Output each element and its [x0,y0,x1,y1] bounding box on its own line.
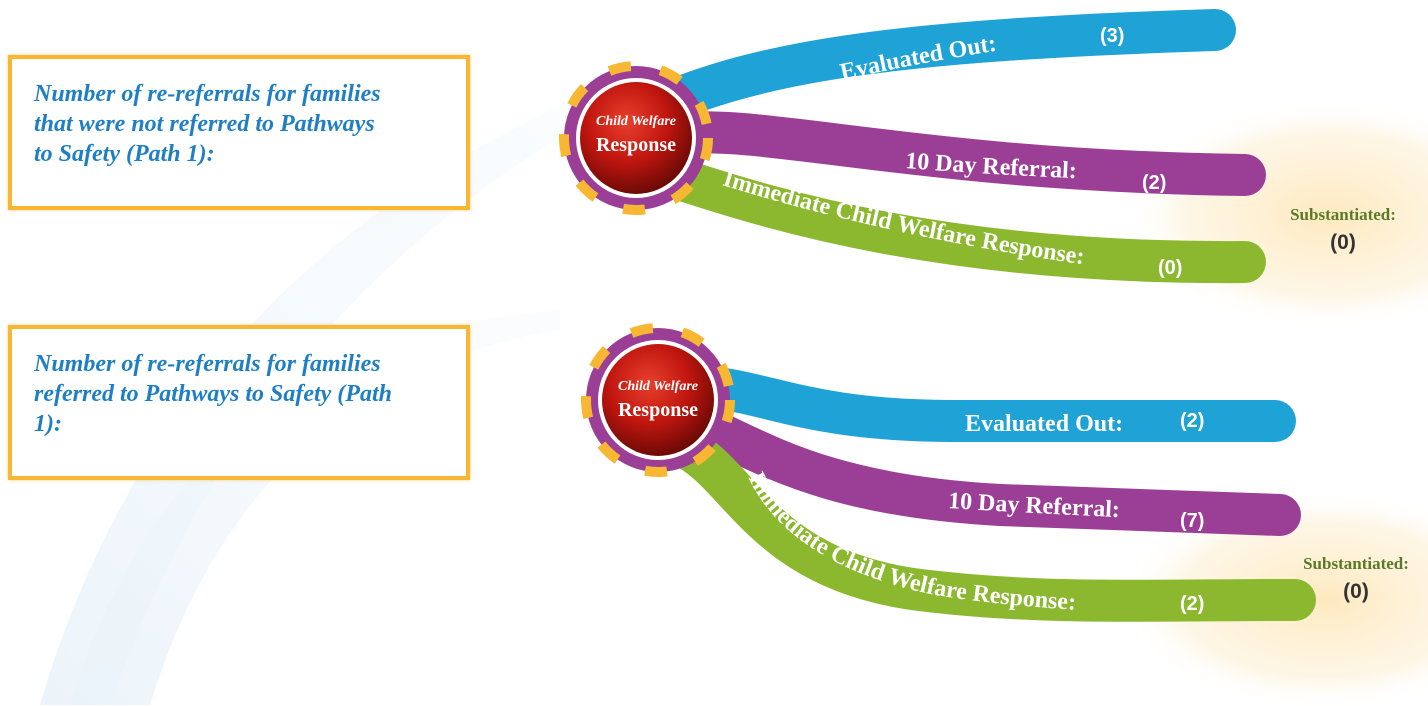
evaluated-out-band [629,9,1236,131]
hub-top-label: Child Welfare [618,379,698,394]
question-box-section-2: Number of re-referrals for families refe… [8,325,470,480]
branch-values-section-1: (3) (2) (0) [1100,25,1182,279]
question-box-section-1: Number of re-referrals for families that… [8,55,470,210]
substantiated-section-2: Substantiated: (0) [1276,554,1428,604]
substantiated-value: (0) [1343,580,1369,603]
substantiated-section-1: Substantiated: (0) [1248,205,1428,255]
hub-top-label: Child Welfare [596,114,676,129]
immediate-response-value: (2) [1180,593,1204,615]
hub-section-2: Child Welfare Response [581,323,735,477]
question-text: Number of re-referrals for families that… [34,81,381,167]
immediate-response-value: (0) [1158,257,1182,279]
evaluated-out-label: Evaluated Out: [965,411,1123,437]
substantiated-value: (0) [1330,231,1356,254]
branch-values-section-2: (2) (7) (2) [1180,410,1204,615]
ten-day-referral-value: (7) [1180,510,1204,532]
substantiated-label: Substantiated: [1290,205,1396,224]
hub-ring-accent [581,323,735,477]
hub-bottom-label: Response [618,399,698,421]
hub-bottom-label: Response [596,134,676,156]
evaluated-out-value: (2) [1180,410,1204,432]
substantiated-label: Substantiated: [1303,554,1409,573]
hub-button [580,82,692,194]
hub-button [602,344,714,456]
immediate-response-band [659,424,1316,622]
hub-ring-accent [559,61,713,215]
evaluated-out-value: (3) [1100,25,1124,47]
question-text: Number of re-referrals for families refe… [34,351,392,437]
hub-section-1: Child Welfare Response [559,61,713,215]
ten-day-referral-value: (2) [1142,172,1166,194]
